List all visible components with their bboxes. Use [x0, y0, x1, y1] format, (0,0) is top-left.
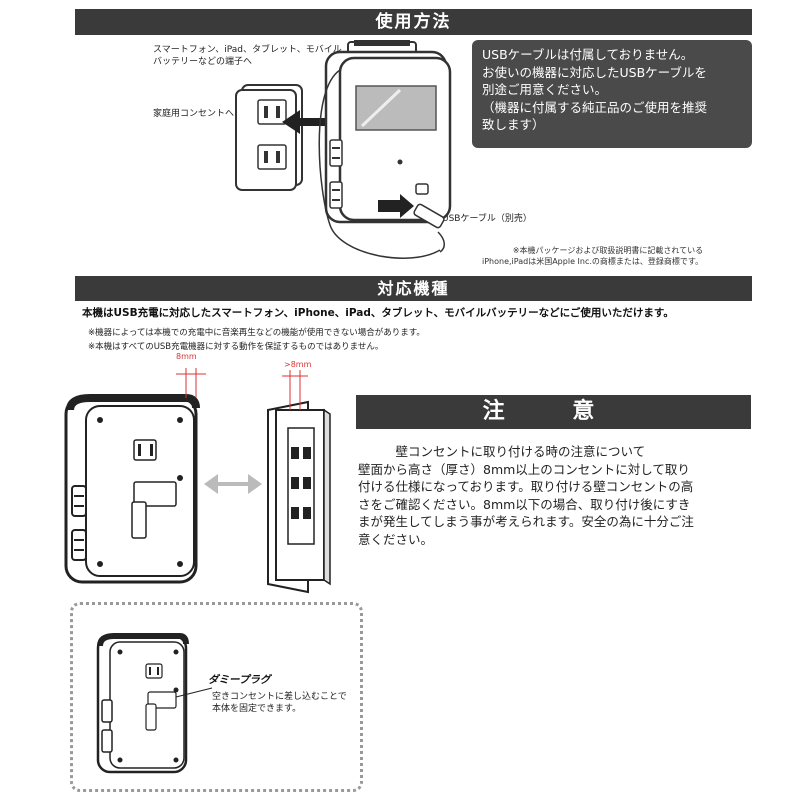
double-arrow-icon: [204, 474, 262, 494]
compat-section-title: 対応機種: [75, 276, 752, 301]
usb-cable-notice: USBケーブルは付属しておりません。 お使いの機器に対応したUSBケーブルを 別…: [472, 40, 752, 148]
arrow-to-outlet-icon: [282, 110, 330, 134]
caution-title: 注 意: [356, 395, 751, 429]
charger-back-illustration: [64, 394, 200, 584]
label-gt8mm: >8mm: [284, 360, 312, 369]
dummy-plug-box: [70, 602, 363, 792]
gt8mm-dimension-mark: [282, 370, 308, 410]
label-phone-terminal: スマートフォン、iPad、タブレット、モバイル バッテリーなどの端子へ: [153, 45, 342, 67]
dummy-plug-desc: 空きコンセントに差し込むことで 本体を固定できます。: [212, 692, 347, 714]
trademark-note: ※本機パッケージおよび取扱説明書に記載されている iPhone,iPadは米国A…: [482, 246, 704, 266]
charger-body-illustration: [318, 50, 452, 259]
label-8mm: 8mm: [176, 352, 197, 361]
wall-outlet-illustration: [235, 84, 303, 191]
usb-cable-notice-text: USBケーブルは付属しておりません。 お使いの機器に対応したUSBケーブルを 別…: [482, 47, 708, 132]
usage-section-title: 使用方法: [75, 9, 752, 35]
wall-outlet-side-illustration: [267, 400, 331, 594]
dummy-plug-title: ダミープラグ: [208, 674, 271, 686]
label-usb-cable: USBケーブル（別売）: [442, 214, 532, 224]
8mm-dimension-mark: [176, 368, 206, 398]
label-home-outlet: 家庭用コンセントへ: [153, 109, 235, 119]
charger-small-illustration: [96, 633, 213, 774]
compat-note-2: ※本機はすべてのUSB充電機器に対する動作を保証するものではありません。: [88, 342, 384, 352]
compat-main-line: 本機はUSB充電に対応したスマートフォン、iPhone、iPad、タブレット、モ…: [82, 307, 674, 319]
caution-body: 壁コンセントに取り付ける時の注意について 壁面から高さ（厚さ）8mm以上のコンセ…: [358, 444, 694, 547]
usb-cable-plug-illustration: [378, 194, 445, 253]
compat-note-1: ※機器によっては本機での充電中に音楽再生などの機能が使用できない場合があります。: [88, 328, 425, 338]
